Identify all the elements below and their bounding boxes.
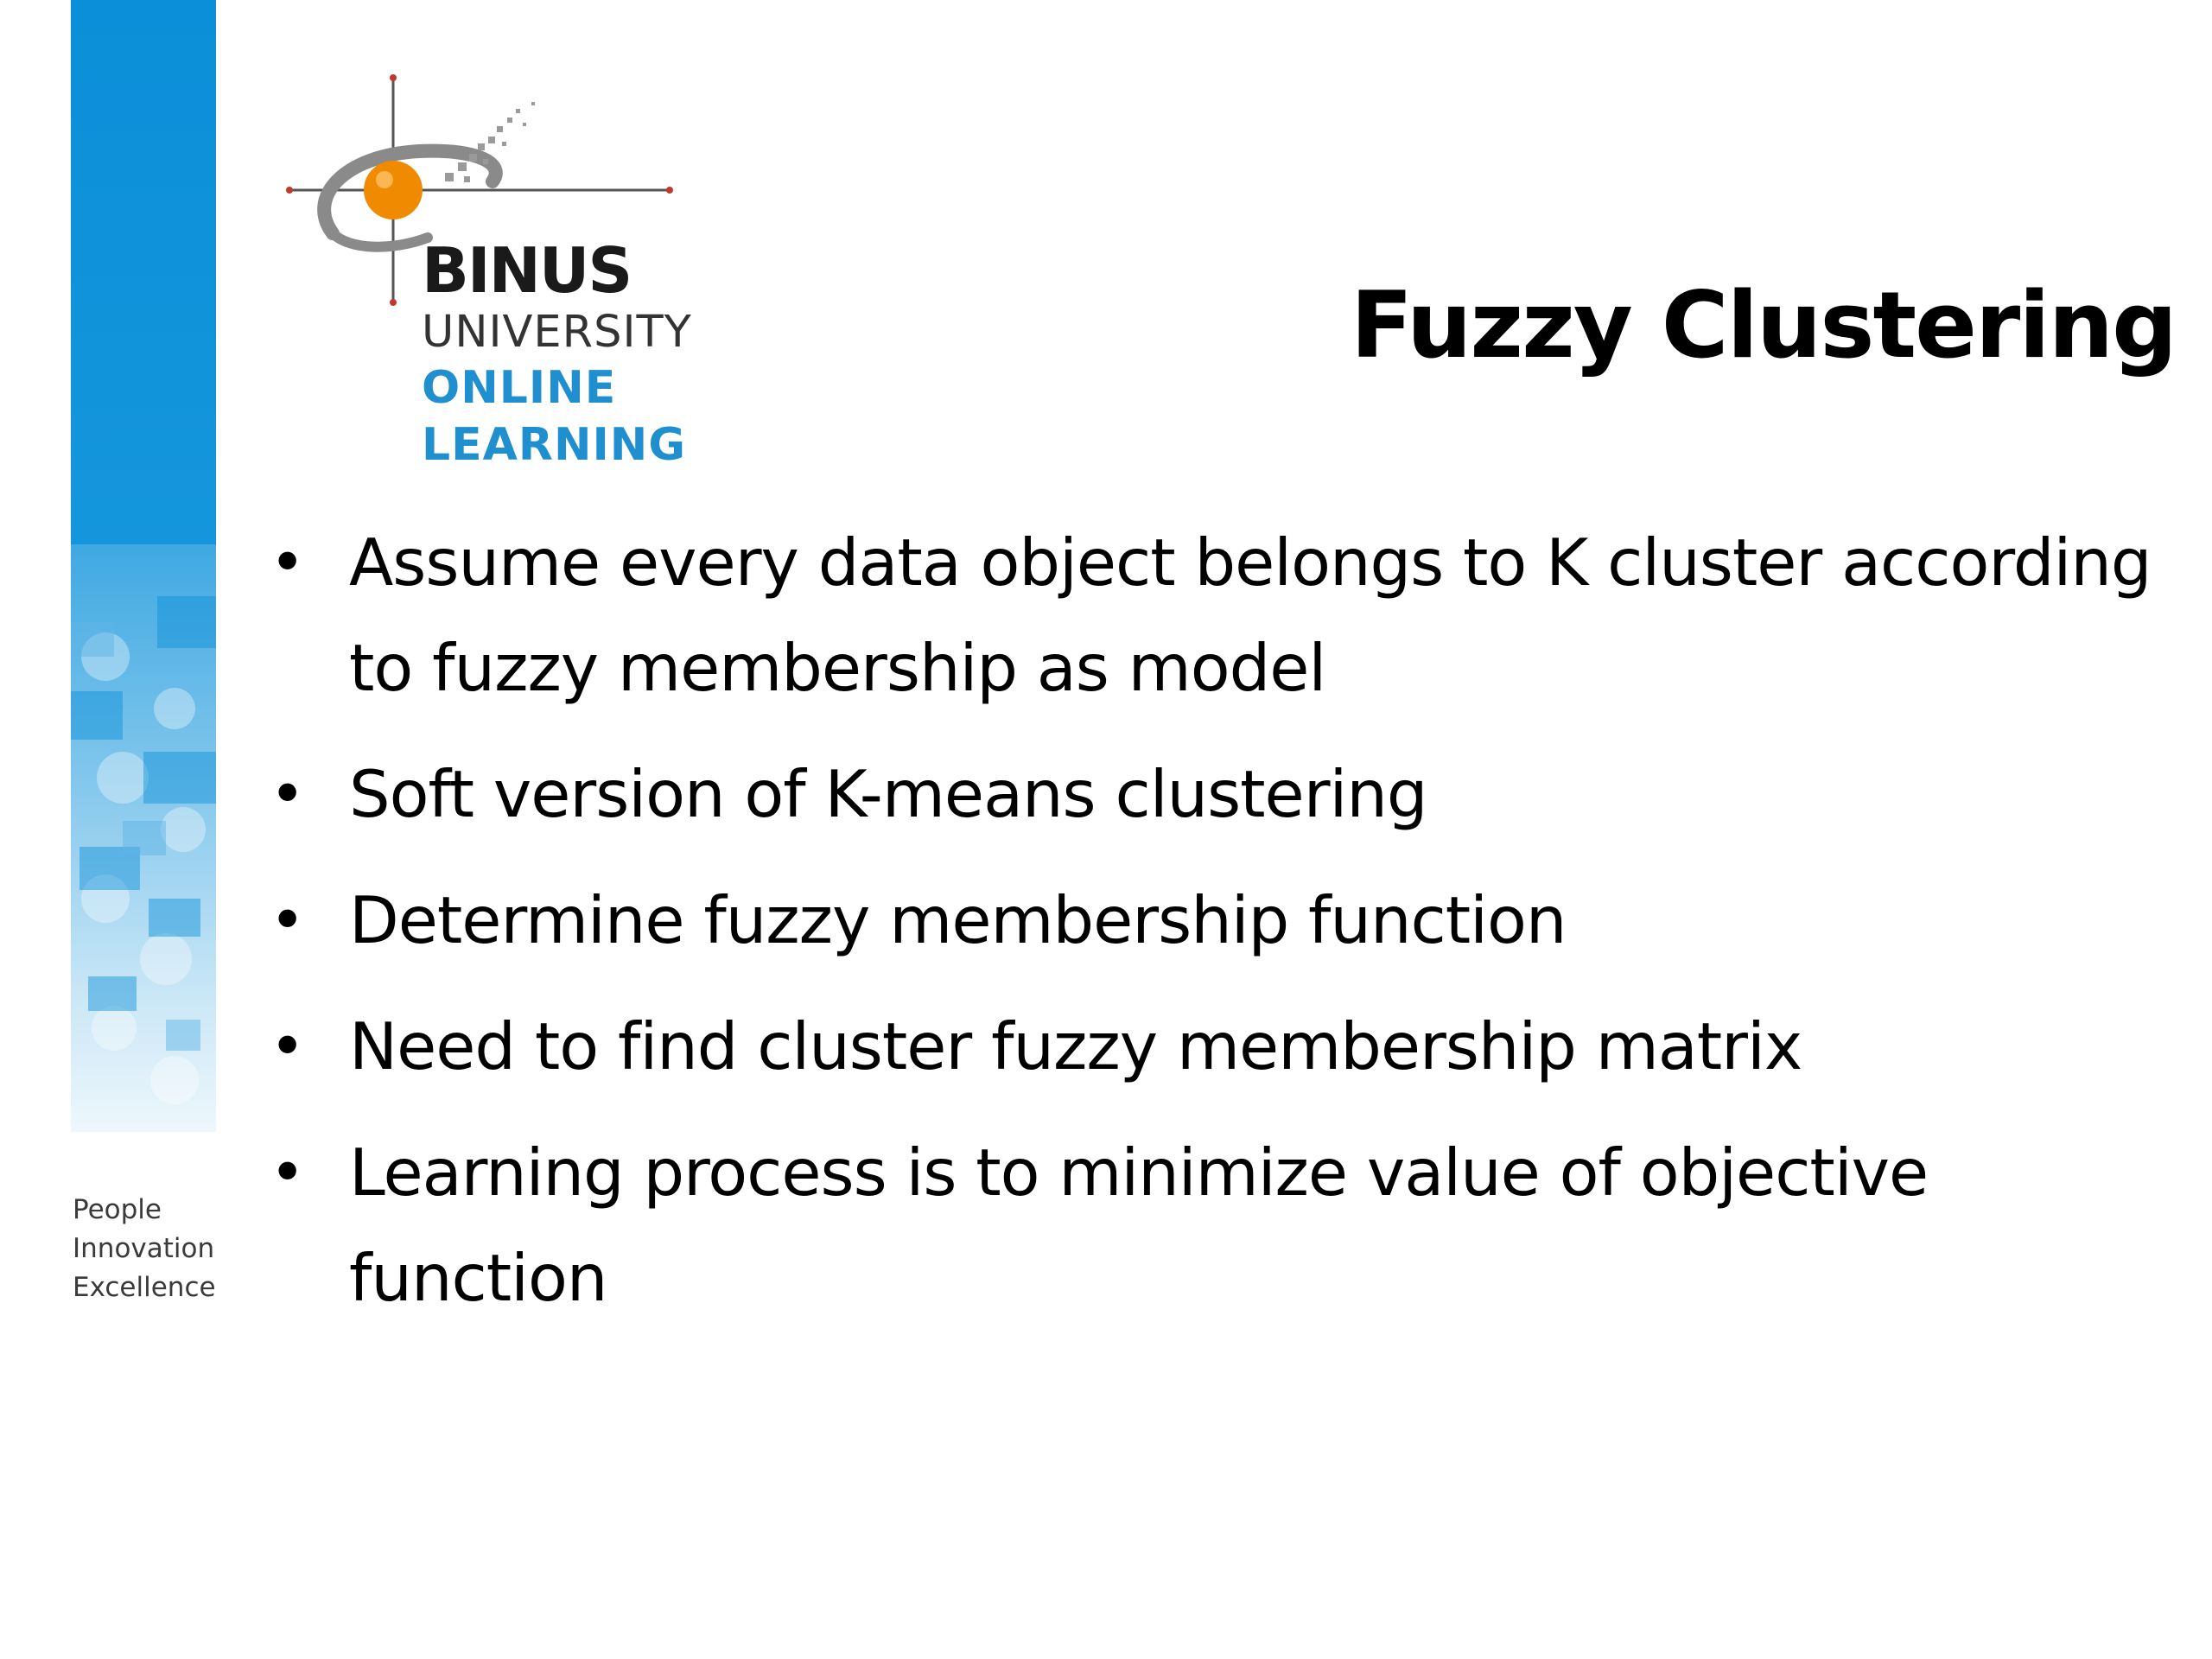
logo-line-university: UNIVERSITY	[422, 307, 692, 358]
bullet-text: Assume every data object belongs to K cl…	[349, 524, 2152, 706]
binus-logo: BINUS UNIVERSITY ONLINE LEARNING	[281, 69, 730, 484]
tagline: People Innovation Excellence	[73, 1191, 228, 1307]
bullet-item: • Assume every data object belongs to K …	[259, 510, 2160, 721]
bullet-dot-icon: •	[270, 527, 305, 598]
bullet-dot-icon: •	[270, 885, 305, 956]
logo-line-binus: BINUS	[422, 234, 632, 307]
bullet-list: • Assume every data object belongs to K …	[259, 510, 2160, 1351]
bullet-text: Learning process is to minimize value of…	[349, 1135, 1929, 1316]
bullet-dot-icon: •	[270, 1137, 305, 1208]
sidebar-decoration	[71, 0, 216, 1132]
tagline-line-excellence: Excellence	[73, 1272, 216, 1303]
logo-wordmark: BINUS UNIVERSITY ONLINE LEARNING	[422, 235, 692, 474]
bullet-dot-icon: •	[270, 1011, 305, 1082]
bullet-item: • Learning process is to minimize value …	[259, 1120, 2160, 1331]
logo-line-learning: LEARNING	[422, 419, 687, 471]
logo-line-online: ONLINE	[422, 362, 617, 414]
slide-title: Fuzzy Clustering	[1350, 272, 2177, 378]
bullet-text: Soft version of K-means clustering	[349, 756, 1428, 832]
bullet-dot-icon: •	[270, 759, 305, 830]
bullet-text: Need to find cluster fuzzy membership ma…	[349, 1008, 1802, 1084]
tagline-line-people: People	[73, 1194, 162, 1225]
tagline-line-innovation: Innovation	[73, 1233, 215, 1264]
bullet-item: • Need to find cluster fuzzy membership …	[259, 994, 2160, 1099]
bullet-item: • Soft version of K-means clustering	[259, 741, 2160, 847]
bullet-text: Determine fuzzy membership function	[349, 882, 1567, 958]
logo-emblem-icon	[286, 74, 673, 306]
bullet-item: • Determine fuzzy membership function	[259, 868, 2160, 973]
